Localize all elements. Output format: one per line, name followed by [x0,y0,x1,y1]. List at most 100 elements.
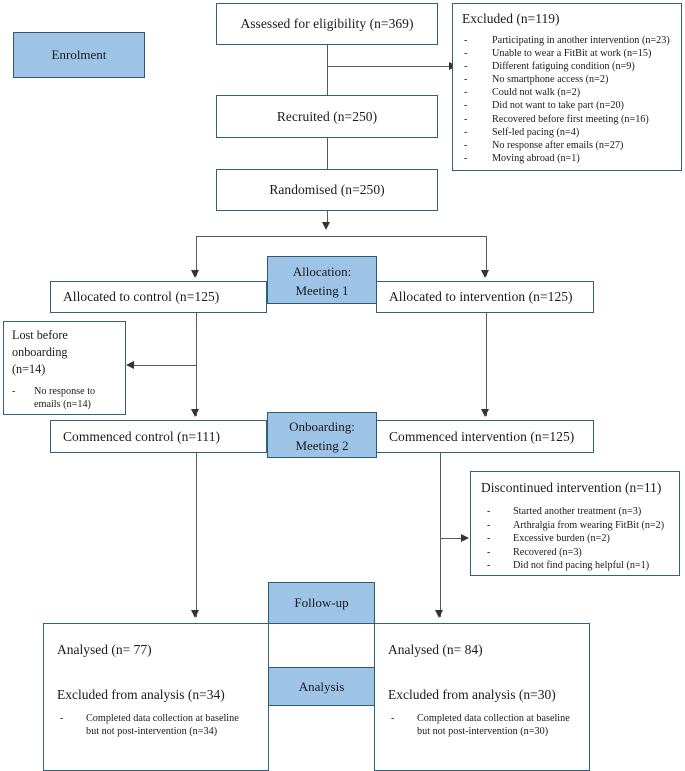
connector-assessed-to-excluded [327,66,452,67]
list-item: - No response after emails (n=27) [464,139,670,152]
box-recruited: Recruited (n=250) [216,95,438,138]
list-item-label: Could not walk (n=2) [492,87,581,99]
lost-line2: onboarding [12,345,68,359]
bullet-dash: - [464,139,468,151]
connector-control-to-lost [133,365,196,366]
list-item-label: Recovered (n=3) [513,546,582,558]
recruited-label: Recruited (n=250) [276,108,378,124]
analysed-intervention-reason-line2: but not post-intervention (n=30) [417,726,549,737]
list-item-label: Unable to wear a FitBit at work (n=15) [492,48,652,60]
arrowhead-commenced-control-to-analysed [191,610,199,618]
list-item: - No smartphone access (n=2) [464,73,670,86]
list-item-label: Different fatiguing condition (n=9) [492,61,635,73]
bullet-dash: - [464,152,468,164]
list-item: - Excessive burden (n=2) [487,532,664,546]
bullet-dash: - [391,713,395,724]
list-item: - Recovered (n=3) [487,546,664,560]
connector-recruited-to-randomised [327,138,328,169]
bullet-dash: - [464,74,468,86]
stage-label-followup: Follow-up [268,582,375,624]
list-item-label: Moving abroad (n=1) [492,152,580,164]
bullet-dash: - [464,48,468,60]
analysed-intervention-excluded-heading: Excluded from analysis (n=30) [388,687,556,702]
randomised-label: Randomised (n=250) [269,182,385,197]
commenced-control-label: Commenced control (n=111) [63,428,221,444]
list-item-label: No smartphone access (n=2) [492,74,609,86]
analysed-control-reason-line2: but not post-intervention (n=34) [86,726,218,737]
arrowhead-split-left [191,270,199,278]
list-item: -Did not find pacing helpful (n=1) [487,559,664,573]
analysed-control-excluded-heading: Excluded from analysis (n=34) [57,687,225,702]
bullet-dash: - [464,61,468,73]
analysed-control-label: Analysed (n= 77) [57,642,152,657]
list-item: -Arthralgia from wearing FitBit (n=2) [487,519,664,533]
list-item: - Started another treatment (n=3) [487,505,664,519]
bullet-dash: - [60,713,64,724]
box-excluded: Excluded (n=119) - Participating in anoth… [452,3,682,171]
arrowhead-split-right [481,270,489,278]
stage-label-enrolment: Enrolment [13,32,145,78]
arrowhead-intervention-to-commenced [481,409,489,417]
arrowhead-commenced-intervention-to-analysed [435,610,443,618]
box-allocated-control: Allocated to control (n=125) [50,281,267,313]
bullet-dash: - [12,386,16,397]
bullet-dash: - [464,113,468,125]
bullet-dash: - [487,506,491,517]
connector-intervention-to-discontinued [440,538,463,539]
commenced-intervention-label: Commenced intervention (n=125) [389,428,575,444]
list-item: - Self-led pacing (n=4) [464,126,670,139]
list-item-label: Did not find pacing helpful (n=1) [513,560,650,572]
excluded-heading: Excluded (n=119) [462,11,560,26]
list-item: - Unable to wear a FitBit at work (n=15) [464,47,670,60]
box-analysed-control: Analysed (n= 77) Excluded from analysis … [43,623,269,771]
stage-enrolment-label: Enrolment [51,47,107,62]
allocated-control-label: Allocated to control (n=125) [63,289,220,304]
bullet-dash: - [464,126,468,138]
list-item-label: No response to emails (n=14) [34,386,96,411]
list-item-label: No response after emails (n=27) [492,139,624,151]
lost-line3: (n=14) [12,362,46,376]
bullet-dash: - [487,533,491,545]
box-commenced-control: Commenced control (n=111) [50,420,267,453]
stage-followup-label: Follow-up [294,595,349,610]
assessed-label: Assessed for eligibility (n=369) [240,16,414,31]
arrowhead-control-to-commenced [191,409,199,417]
discontinued-reason-list: -Started another treatment (n=3) -Arthra… [487,505,664,573]
bullet-dash: - [464,100,468,112]
list-item-label: Self-led pacing (n=4) [492,126,580,138]
bullet-dash: - [464,35,468,46]
analysed-control-reason-line1: Completed data collection at baseline [86,713,239,724]
stage-label-analysis: Analysis [268,667,375,706]
connector-intervention-to-commenced [486,313,487,416]
stage-onboarding-line1: Onboarding: [289,419,355,434]
list-item-label: Participating in another intervention (n… [492,35,670,46]
bullet-dash: - [487,546,491,558]
connector-randomised-down [327,211,328,226]
list-item: - Participating in another intervention (… [464,34,670,47]
list-item: - Different fatiguing condition (n=9) [464,60,670,73]
list-item: - Could not walk (n=2) [464,86,670,99]
lost-line1: Lost before [12,328,68,342]
list-item-label: Did not want to take part (n=20) [492,100,624,112]
box-randomised: Randomised (n=250) [216,169,438,211]
box-lost-before-onboarding: Lost before onboarding (n=14) - No respon… [3,321,126,415]
stage-label-allocation: Allocation: Meeting 1 [267,256,377,304]
arrowhead-to-discontinued-box [461,534,469,542]
box-discontinued-intervention: Discontinued intervention (n=11) - Starte… [470,471,680,576]
list-item: - Did not want to take part (n=20) [464,99,670,112]
bullet-dash: - [464,87,468,99]
arrowhead-to-lost-box [126,361,134,369]
discontinued-heading: Discontinued intervention (n=11) [481,480,662,495]
list-item-label: Arthralgia from wearing FitBit (n=2) [513,519,665,531]
stage-onboarding-line2: Meeting 2 [295,438,349,453]
list-item: - No response to emails (n=14) [12,385,120,411]
excluded-reason-list: - Participating in another intervention (… [464,34,670,165]
box-analysed-intervention: Analysed (n= 84) Excluded from analysis … [374,623,590,771]
analysed-intervention-label: Analysed (n= 84) [388,642,483,657]
connector-split-right [486,236,487,276]
connector-split-bar [196,236,486,237]
stage-allocation-line2: Meeting 1 [295,283,349,298]
list-item-label: Started another treatment (n=3) [513,506,642,517]
list-item-label: Excessive burden (n=2) [513,533,610,545]
